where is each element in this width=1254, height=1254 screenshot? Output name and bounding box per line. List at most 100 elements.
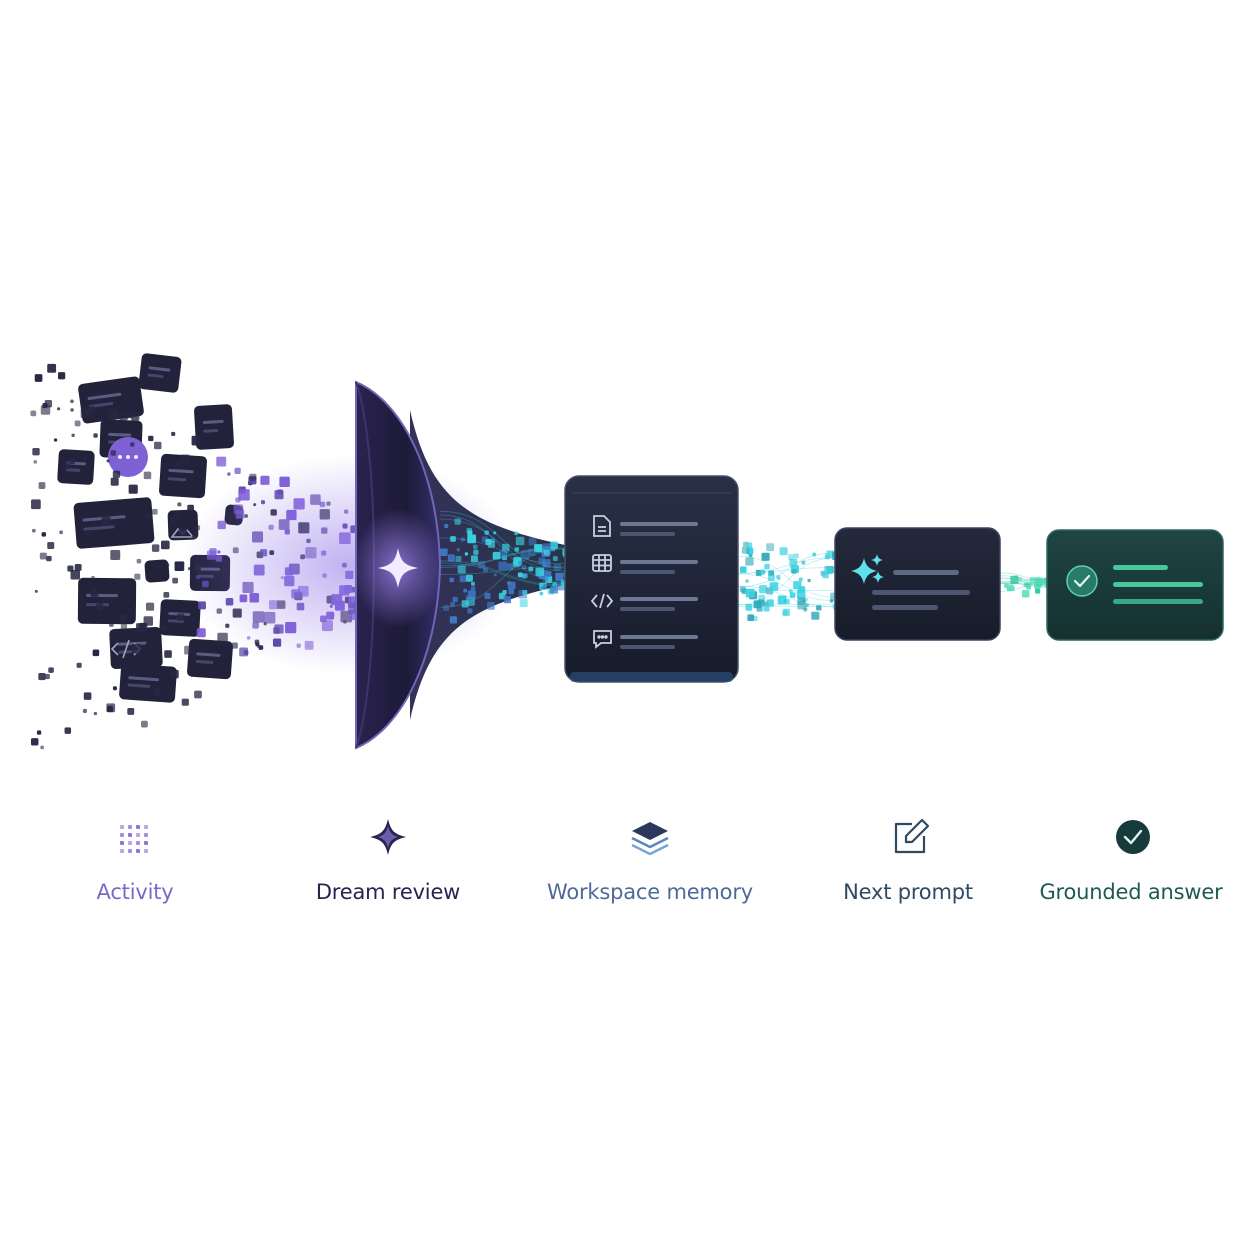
stream-particle bbox=[769, 582, 779, 591]
stream-particle bbox=[805, 603, 809, 607]
stream-particle bbox=[791, 568, 797, 574]
stream-particle bbox=[779, 547, 788, 556]
activity-particle bbox=[112, 470, 121, 478]
document-icon bbox=[593, 515, 611, 537]
stream-line bbox=[439, 548, 566, 567]
activity-particle bbox=[108, 409, 119, 419]
stream-particle bbox=[789, 592, 796, 598]
stream-particle bbox=[456, 548, 460, 552]
chat-dot bbox=[126, 455, 130, 459]
stream-line bbox=[439, 562, 566, 587]
activity-particle bbox=[145, 512, 152, 519]
stream-line bbox=[999, 581, 1048, 592]
activity-particle bbox=[47, 363, 57, 373]
activity-particle bbox=[64, 727, 72, 734]
stream-particle bbox=[528, 537, 537, 546]
activity-particle bbox=[110, 477, 119, 486]
stream-particle bbox=[543, 549, 550, 556]
code-icon bbox=[590, 593, 614, 609]
activity-particle bbox=[95, 603, 103, 611]
stream-particle bbox=[746, 542, 753, 548]
activity-card bbox=[144, 559, 170, 583]
stream-particle bbox=[1021, 590, 1030, 598]
stream-particle bbox=[452, 596, 458, 603]
funnel-body bbox=[410, 410, 565, 720]
activity-particle bbox=[76, 662, 82, 668]
workspace-memory-card bbox=[564, 475, 739, 683]
activity-particle bbox=[174, 510, 180, 517]
stream-particle bbox=[486, 601, 495, 610]
activity-particle bbox=[93, 711, 98, 716]
stream-particle bbox=[507, 581, 516, 590]
activity-particle bbox=[154, 441, 162, 450]
stream-particle bbox=[514, 547, 520, 552]
activity-card bbox=[73, 497, 155, 549]
activity-particle bbox=[42, 403, 48, 409]
dot-grid-icon bbox=[120, 825, 148, 853]
stream-particle bbox=[449, 577, 455, 583]
stream-particle bbox=[447, 554, 456, 562]
activity-particle bbox=[161, 540, 170, 550]
activity-particle bbox=[47, 541, 55, 549]
stream-particle bbox=[444, 523, 449, 529]
activity-particle bbox=[96, 390, 102, 395]
stream-particle bbox=[471, 581, 475, 586]
stream-particle bbox=[756, 605, 763, 612]
stream-particle bbox=[472, 544, 478, 550]
dot bbox=[136, 825, 140, 829]
stream-particle bbox=[739, 586, 746, 593]
check-circle-icon bbox=[1116, 820, 1150, 854]
activity-particle bbox=[170, 669, 179, 679]
activity-particle bbox=[92, 649, 100, 657]
stream-particle bbox=[552, 581, 558, 587]
stream-particle bbox=[741, 546, 749, 554]
stream-line bbox=[999, 578, 1048, 580]
stream-particle bbox=[440, 548, 448, 556]
activity-particle bbox=[187, 504, 194, 512]
stream-particle bbox=[470, 555, 478, 563]
stream-line bbox=[999, 572, 1048, 581]
answer-check-icon bbox=[1066, 565, 1098, 597]
edit-icon bbox=[894, 818, 930, 854]
activity-particle bbox=[32, 528, 36, 533]
stream-particle bbox=[555, 572, 564, 581]
activity-particle bbox=[98, 613, 102, 618]
stream-particle bbox=[461, 600, 469, 608]
activity-particle bbox=[184, 645, 193, 655]
activity-particle bbox=[164, 693, 169, 698]
stream-line bbox=[439, 566, 566, 575]
activity-particle bbox=[53, 438, 58, 442]
stream-line bbox=[439, 518, 566, 572]
activity-particle bbox=[169, 517, 177, 524]
stream-particle bbox=[522, 565, 527, 570]
activity-particle bbox=[109, 622, 114, 627]
stream-line bbox=[737, 552, 836, 588]
activity-particle bbox=[131, 643, 142, 654]
stream-particle bbox=[766, 599, 774, 607]
stream-line bbox=[737, 573, 836, 602]
stream-line bbox=[737, 603, 836, 606]
stream-line bbox=[439, 537, 566, 565]
activity-particle bbox=[39, 552, 47, 560]
stream-particle bbox=[801, 560, 806, 565]
activity-particle bbox=[128, 484, 138, 494]
stream-particle bbox=[816, 605, 822, 611]
activity-particle bbox=[134, 573, 141, 580]
activity-particle bbox=[120, 623, 128, 630]
stream-particle bbox=[464, 552, 469, 556]
dot bbox=[128, 825, 132, 829]
next-prompt-card bbox=[834, 527, 1001, 641]
stream-particle bbox=[492, 551, 501, 560]
activity-particle bbox=[136, 558, 142, 564]
activity-card bbox=[77, 577, 137, 625]
step-label-dream-review: Dream review bbox=[315, 880, 461, 904]
stream-particle bbox=[454, 518, 461, 525]
activity-particle bbox=[38, 672, 46, 681]
activity-particle bbox=[86, 405, 95, 415]
dot bbox=[144, 849, 148, 853]
step-label-workspace-memory: Workspace memory bbox=[546, 880, 753, 904]
activity-particle bbox=[160, 626, 166, 632]
stream-particle bbox=[807, 578, 811, 583]
stream-particle bbox=[768, 574, 775, 582]
stream-particle bbox=[553, 563, 562, 571]
